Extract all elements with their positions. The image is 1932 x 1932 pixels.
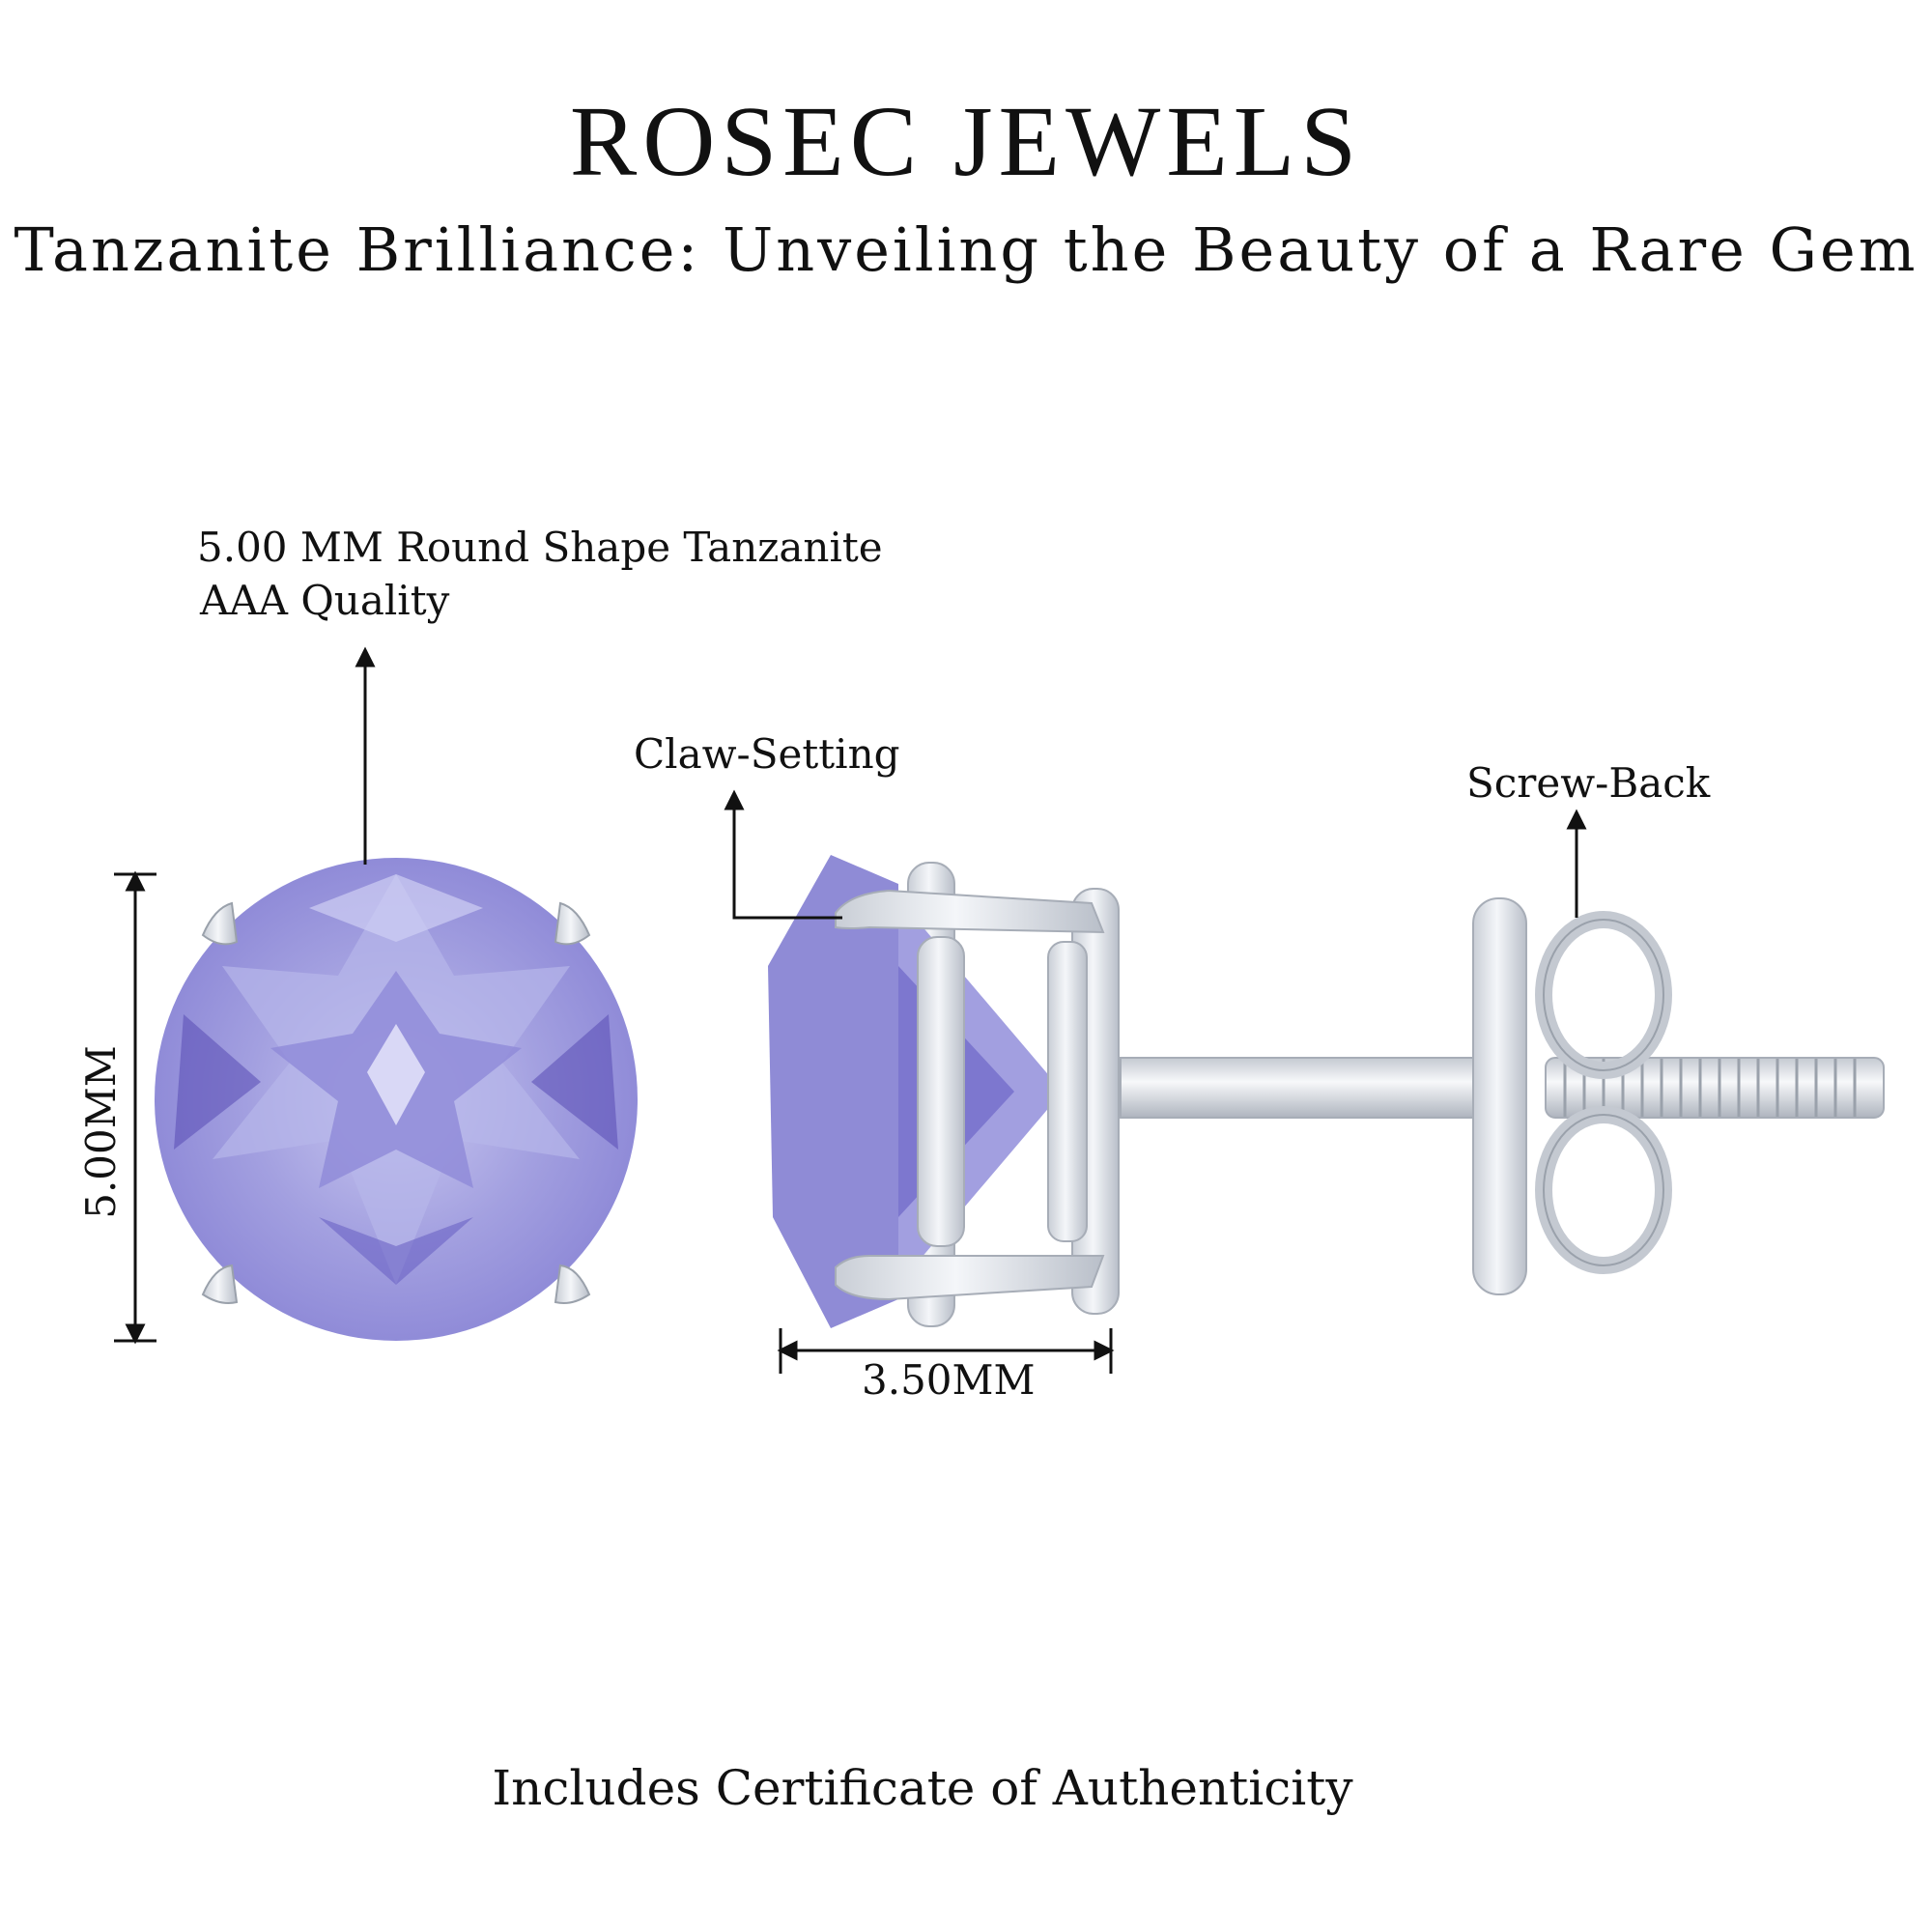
prongs	[201, 901, 591, 1304]
width-dimension-label: 3.50MM	[862, 1356, 1036, 1404]
screw-back-label: Screw-Back	[1466, 759, 1711, 807]
screw-threads	[1545, 1057, 1885, 1119]
height-dimension	[114, 870, 156, 1345]
width-dimension	[777, 1328, 1115, 1374]
earring-side-view	[768, 855, 1885, 1328]
page-subtitle: Tanzanite Brilliance: Unveiling the Beau…	[14, 214, 1918, 285]
claw-setting-arrow	[724, 789, 842, 920]
gem-label-line1: 5.00 MM Round Shape Tanzanite	[197, 524, 883, 571]
gem-front-view	[155, 858, 638, 1341]
brand-title: ROSEC JEWELS	[569, 86, 1363, 197]
certificate-note: Includes Certificate of Authenticity	[492, 1760, 1353, 1816]
claw-setting-label: Claw-Setting	[634, 730, 900, 778]
gem-label-line2: AAA Quality	[200, 577, 450, 624]
height-dimension-label: 5.00MM	[77, 1045, 125, 1219]
